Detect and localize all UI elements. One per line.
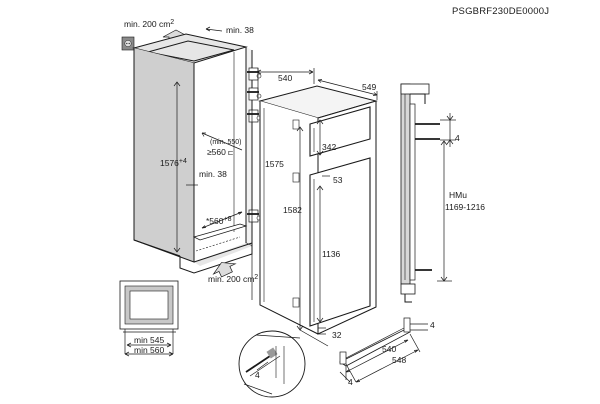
niche-depth-min-label: (min. 550) (210, 139, 242, 146)
niche-dimensions: 1576+4 (min. 550) ≥560 ⊏ min. 38 *560+8 (160, 81, 243, 253)
wall-socket-icon (121, 36, 135, 51)
appliance-total-height-label: 1582 (283, 205, 302, 215)
niche-depth-label: ≥560 ⊏ (207, 147, 234, 157)
niche-side-gap-label: min. 38 (199, 169, 227, 179)
top-gap-label: min. 38 (226, 25, 254, 35)
appliance-depth-label: 540 (278, 73, 292, 83)
base-mounting-detail: 4 540 548 4 4 (238, 317, 435, 398)
niche-height-label: 1576+4 (160, 158, 187, 168)
refrigerator-appliance (258, 85, 378, 335)
hmu-range-label: 1169-1216 (445, 202, 485, 212)
base-front-gap-label: 4 (348, 377, 353, 387)
freezer-door-height-label: 342 (322, 142, 336, 152)
kitchen-cabinet-niche (132, 33, 253, 274)
hinge-bracket-icon (247, 209, 262, 223)
model-code: PSGBRF230DE0000J (452, 6, 549, 17)
appliance-dimensions: 540 549 1575 1582 342 53 1136 32 (251, 68, 378, 340)
inset-min-width-b: min 560 (134, 345, 165, 355)
base-outer-depth-label: 548 (392, 355, 406, 365)
base-side-gap-label: 4 (430, 320, 435, 330)
base-inner-depth-label: 540 (382, 344, 396, 354)
kitchen-door-section: 4 HMu 1169-1216 (400, 83, 485, 303)
bottom-vent-arrow-icon (212, 262, 237, 278)
appliance-frame-height-label: 1575 (265, 159, 284, 169)
base-clearance-label: 4 (255, 370, 260, 380)
niche-front-inset: min 545 min 560 (119, 280, 179, 357)
fridge-door-height-label: 1136 (322, 249, 341, 259)
appliance-width-label: 549 (362, 82, 376, 92)
door-gap-label: 4 (455, 133, 460, 143)
inset-min-width-a: min 545 (134, 335, 165, 345)
hmu-label: HMu (449, 190, 467, 200)
hinge-bracket-icon (247, 109, 262, 123)
bottom-vent-area-label: min. 200 cm2 (208, 274, 258, 284)
bottom-ventilation-callout: min. 200 cm2 (208, 262, 258, 284)
bottom-gap-label: 32 (332, 330, 342, 340)
hinge-bracket-icon (247, 67, 262, 81)
top-vent-area-label: min. 200 cm2 (124, 19, 174, 29)
hinge-offset-label: 53 (333, 175, 343, 185)
hinge-bracket-icon (247, 87, 262, 101)
niche-width-label: *560+8 (206, 216, 232, 226)
